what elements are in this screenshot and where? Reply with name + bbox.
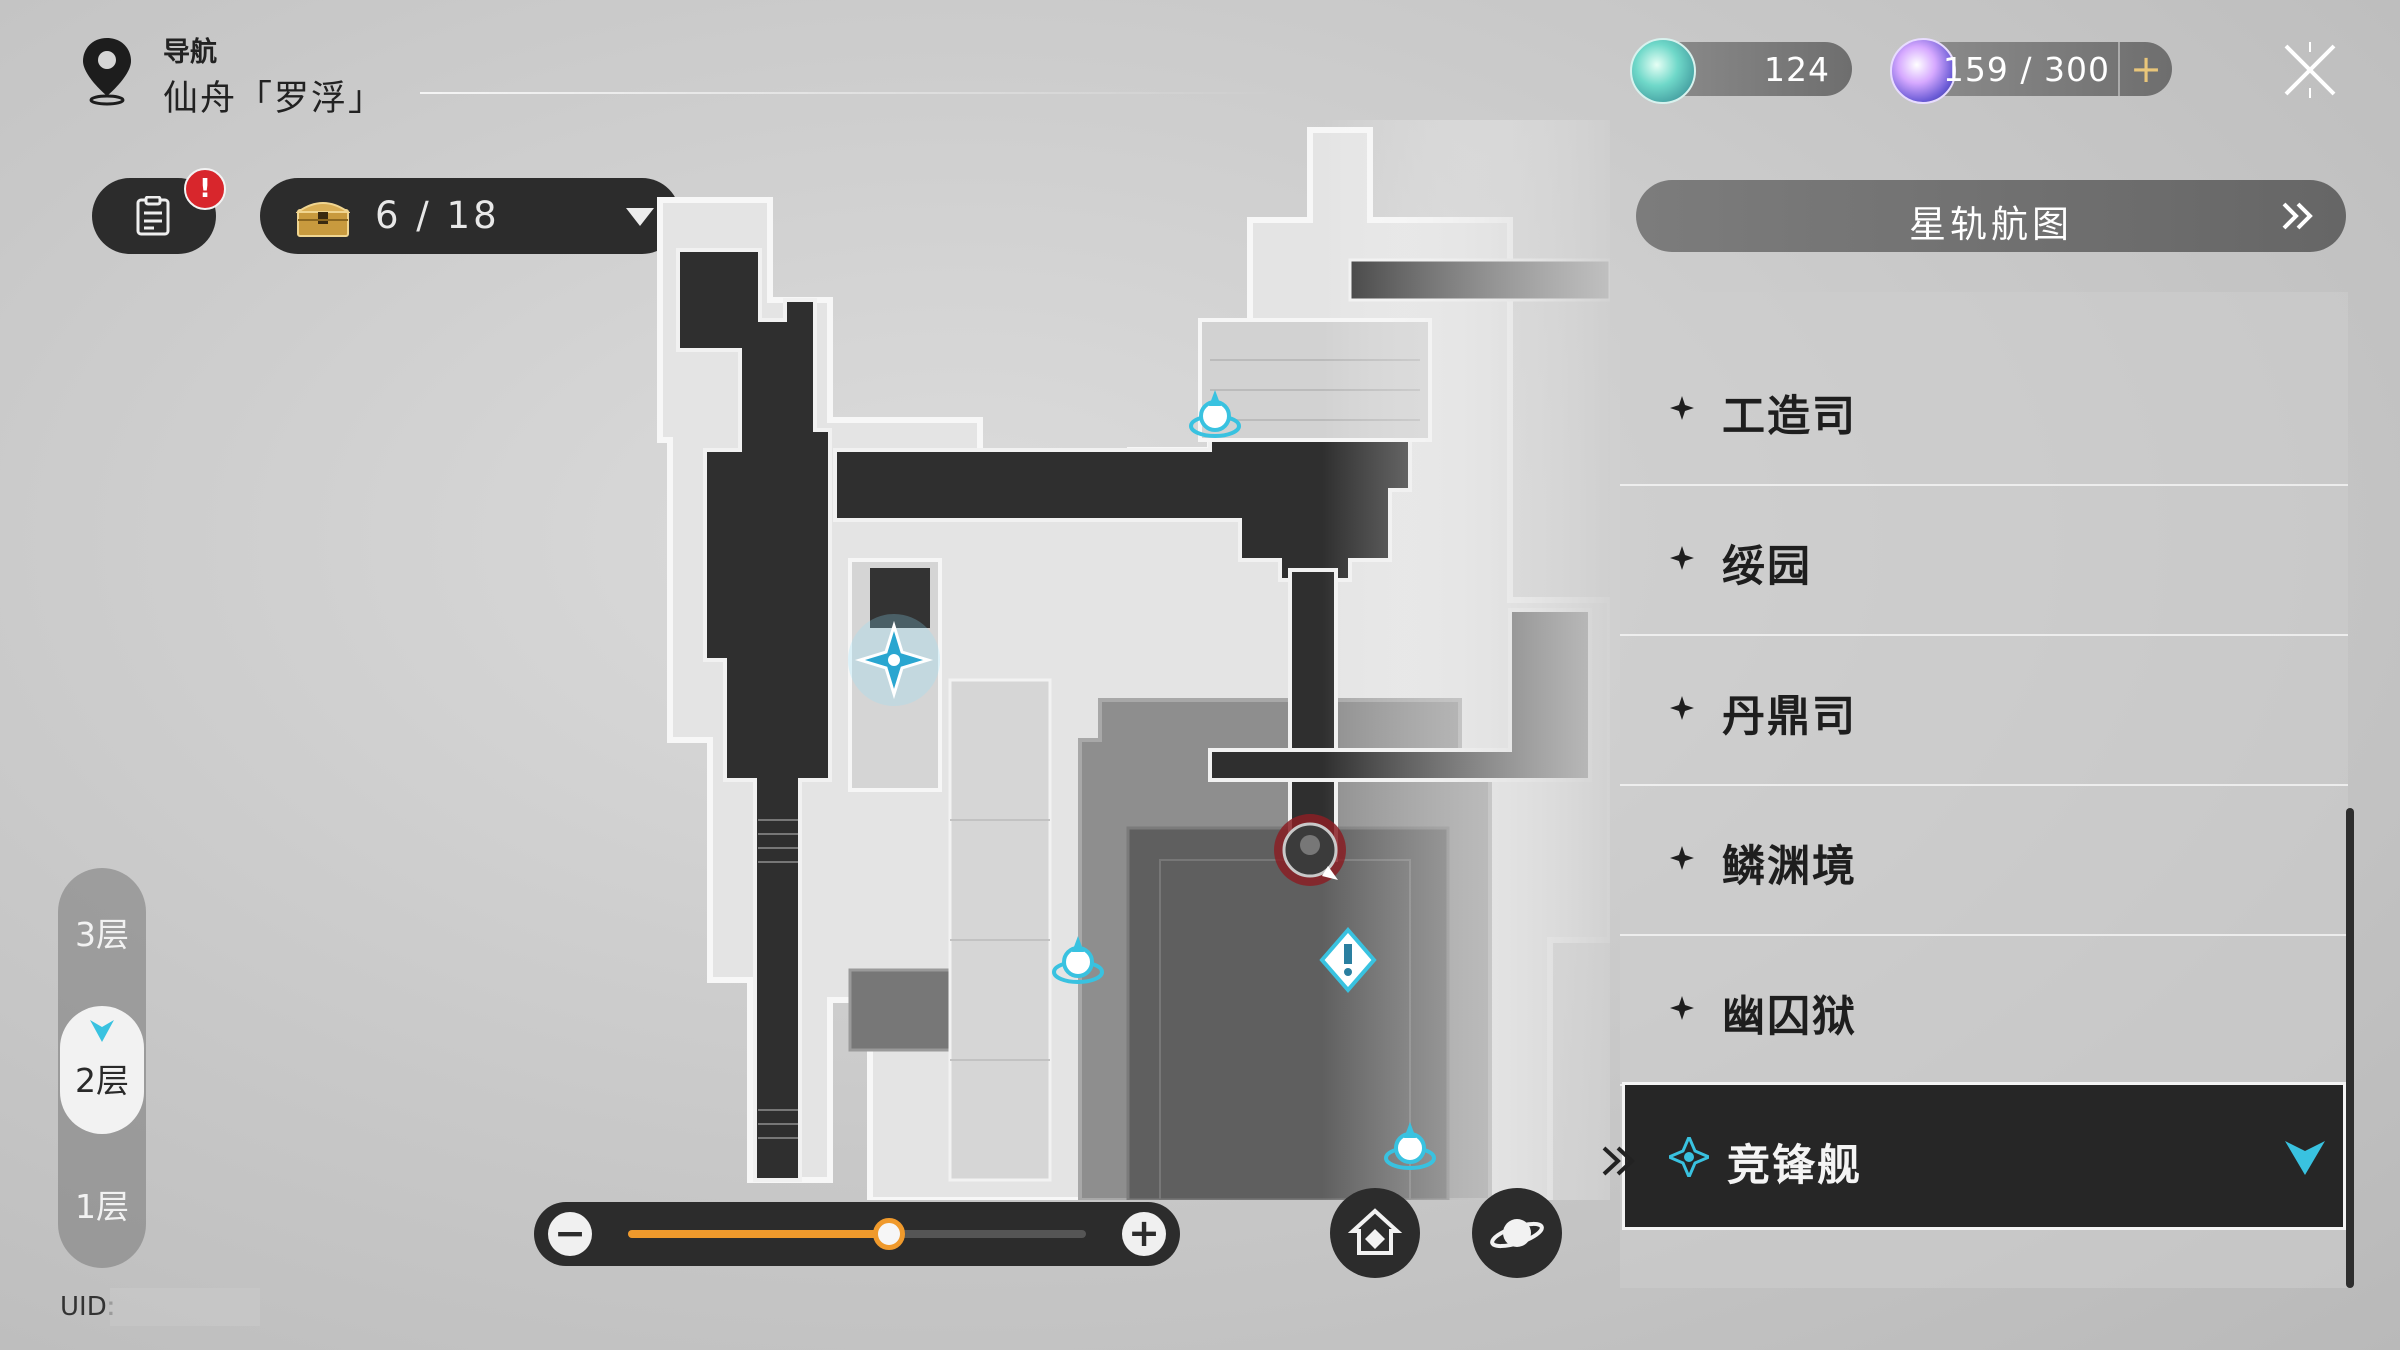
sparkle-icon (1670, 996, 1694, 1020)
planet-button[interactable] (1472, 1188, 1562, 1278)
mission-log-icon (136, 196, 170, 236)
home-waypoint-button[interactable] (1330, 1188, 1420, 1278)
trailblaze-power-value: 159 / 300 (1942, 50, 2110, 89)
area-list: 工造司 绥园 丹鼎司 鳞渊境 幽囚狱 竞锋舰 (1620, 292, 2348, 1288)
zoom-in-button[interactable]: + (1122, 1212, 1166, 1256)
floor-1-button[interactable]: 1层 (75, 1187, 129, 1226)
trailblaze-power-counter[interactable]: 159 / 300 + (1890, 38, 2172, 104)
stellar-jade-counter[interactable]: 124 (1630, 38, 1852, 104)
floor-2-label: 2层 (75, 1061, 129, 1100)
diamond-star-icon (1669, 1137, 1709, 1177)
area-list-scrollbar[interactable] (2346, 808, 2354, 1288)
uid-value (110, 1288, 260, 1326)
area-name: 工造司 (1722, 392, 1857, 442)
area-item-active[interactable]: 竞锋舰 (1622, 1082, 2346, 1230)
chevron-right-icon (2282, 202, 2313, 230)
area-name: 丹鼎司 (1722, 692, 1857, 742)
area-name: 幽囚狱 (1722, 992, 1857, 1042)
area-item[interactable]: 幽囚狱 (1620, 936, 2348, 1086)
sparkle-icon (1670, 846, 1694, 870)
location-name: 仙舟「罗浮」 (163, 79, 386, 119)
floor-2-button[interactable]: 2层 (60, 1006, 144, 1134)
close-icon[interactable] (2278, 38, 2342, 102)
treasure-chest-icon (296, 202, 350, 237)
stellar-jade-value: 124 (1764, 50, 1830, 89)
alert-badge: ! (184, 168, 226, 210)
chest-count: 6 / 18 (375, 194, 500, 237)
space-anchor-icon[interactable] (1189, 390, 1241, 438)
header-divider (420, 92, 1280, 94)
zoom-out-button[interactable]: − (548, 1212, 592, 1256)
mission-marker-icon[interactable] (1319, 926, 1377, 994)
add-power-button[interactable]: + (2118, 42, 2172, 96)
space-anchor-icon[interactable] (1052, 936, 1104, 984)
area-item[interactable]: 绥园 (1620, 486, 2348, 636)
trailblaze-power-icon (1890, 38, 1956, 104)
mission-star-icon[interactable] (848, 614, 940, 706)
sparkle-icon (1670, 696, 1694, 720)
current-area-pointer-icon (1602, 1146, 1635, 1176)
mission-log-button[interactable] (92, 178, 216, 254)
sparkle-icon (1670, 396, 1694, 420)
sparkle-icon (1670, 546, 1694, 570)
area-item[interactable]: 鳞渊境 (1620, 786, 2348, 936)
planet-icon (1490, 1219, 1544, 1249)
chevron-down-icon (626, 208, 654, 226)
current-floor-marker-icon (90, 1020, 114, 1042)
location-pin-icon (83, 38, 131, 106)
zoom-slider[interactable] (628, 1218, 1086, 1250)
area-name: 鳞渊境 (1722, 842, 1857, 892)
current-location-marker-icon (2285, 1141, 2325, 1175)
area-name: 竞锋舰 (1727, 1141, 1862, 1191)
stellar-jade-icon (1630, 38, 1696, 104)
player-avatar-icon (1274, 814, 1346, 886)
star-rail-map-label: 星轨航图 (1909, 203, 2073, 246)
treasure-chest-dropdown[interactable]: 6 / 18 (260, 178, 680, 254)
floor-selector: 3层 2层 1层 (58, 868, 146, 1268)
zoom-slider-handle[interactable] (873, 1218, 906, 1250)
space-anchor-icon[interactable] (1384, 1122, 1436, 1170)
area-name: 绥园 (1722, 542, 1812, 592)
uid-label: UID: (60, 1292, 116, 1322)
nav-label: 导航 (163, 37, 217, 68)
floor-3-button[interactable]: 3层 (75, 915, 129, 954)
area-item[interactable]: 丹鼎司 (1620, 636, 2348, 786)
zoom-control: − + (534, 1202, 1180, 1266)
star-rail-map-button[interactable]: 星轨航图 (1636, 180, 2346, 252)
zoom-fill (628, 1230, 890, 1238)
home-waypoint-icon (1347, 1208, 1403, 1255)
area-item[interactable]: 工造司 (1620, 336, 2348, 486)
area-map[interactable] (650, 120, 1610, 1200)
